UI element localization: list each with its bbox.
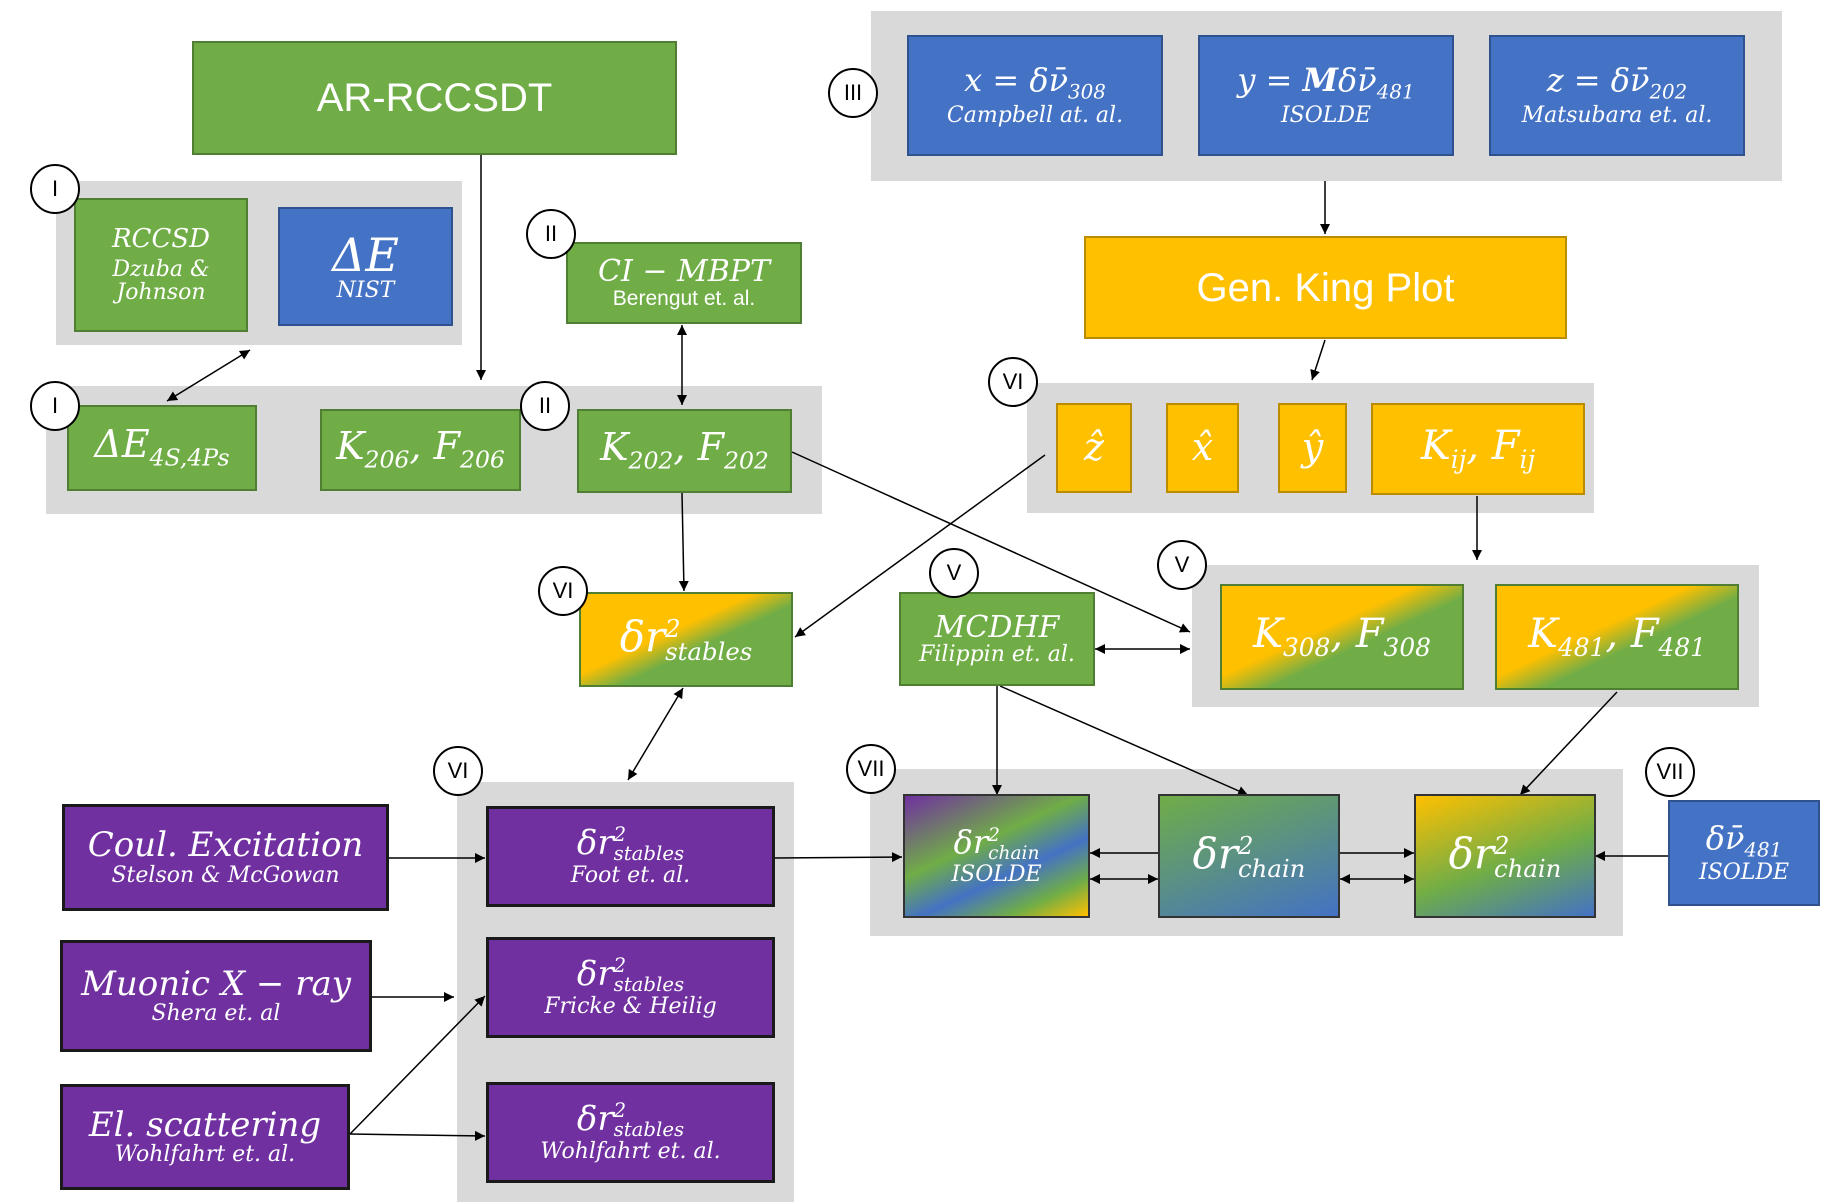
- king-plot-label: Gen. King Plot: [1196, 265, 1455, 310]
- marker-VI-stables: VI: [538, 566, 588, 616]
- marker-VI-king: VI: [988, 357, 1038, 407]
- arrow-mcdhf-chain2: [999, 685, 1249, 796]
- x-eq-label: x = δν̄308: [964, 61, 1106, 104]
- muonic-ref: Shera et. al: [151, 1001, 281, 1027]
- ar-rccsdt-label: AR-RCCSDT: [316, 76, 553, 120]
- marker-I-bottom: I: [30, 381, 80, 431]
- arrow-rccsd-deltae: [166, 349, 251, 402]
- mcdhf-ref: Filippin et. al.: [919, 642, 1075, 668]
- z-hat-box: ẑ: [1056, 403, 1132, 493]
- arrow-stables-purple: [627, 687, 684, 781]
- dnu481-label: δν̄481: [1705, 818, 1783, 862]
- arrow-k202-k308: [791, 451, 1191, 633]
- coul-label: Coul. Excitation: [87, 825, 364, 866]
- k308-f308-box: K308, F308: [1220, 584, 1464, 690]
- k308-f308-label: K308, F308: [1253, 610, 1431, 662]
- y-isolde-box: y = Mδν̄481 ISOLDE: [1198, 35, 1454, 156]
- k202-f202-label: K202, F202: [600, 425, 769, 475]
- rccsd-ref1: Dzuba &: [112, 256, 210, 282]
- rccsd-ref2: Johnson: [116, 279, 206, 305]
- rccsd-label: RCCSD: [111, 224, 211, 255]
- z-hat-label: ẑ: [1083, 425, 1105, 470]
- dnu481-box: δν̄481 ISOLDE: [1668, 800, 1820, 906]
- arrow-elscat-fricke: [349, 995, 486, 1135]
- arrow-k481-chain3: [1519, 691, 1618, 796]
- rccsd-box: RCCSD Dzuba & Johnson: [74, 198, 248, 332]
- ci-mbpt-label: CI − MBPT: [598, 254, 770, 290]
- x-ref: Campbell at. al.: [946, 102, 1124, 128]
- coul-excitation-box: Coul. Excitation Stelson & McGowan: [62, 804, 389, 911]
- delta-e-4s4ps-box: ΔE4S,4Ps: [67, 405, 257, 491]
- stables-wohl-ref: Wohlfahrt et. al.: [540, 1138, 721, 1164]
- marker-VI-purple: VI: [433, 746, 483, 796]
- marker-I-top: I: [30, 164, 80, 214]
- muonic-xray-box: Muonic X − ray Shera et. al: [60, 940, 372, 1052]
- ar-rccsdt-box: AR-RCCSDT: [192, 41, 677, 155]
- y-ref: ISOLDE: [1280, 102, 1372, 128]
- chain-isolde-ref: ISOLDE: [951, 861, 1042, 887]
- ci-mbpt-box: CI − MBPT Berengut et. al.: [566, 242, 802, 324]
- z-ref: Matsubara et. al.: [1521, 102, 1713, 128]
- z-matsubara-box: z = δν̄202 Matsubara et. al.: [1489, 35, 1745, 156]
- delta-e-4s4ps-label: ΔE4S,4Ps: [94, 422, 230, 472]
- arrow-zhat-stables: [794, 454, 1046, 638]
- y-eq-label: y = Mδν̄481: [1237, 61, 1415, 104]
- arrow-foot-chain: [774, 852, 903, 863]
- marker-VII-isolde: VII: [1645, 747, 1695, 797]
- delta-e-nist-box: ΔE NIST: [278, 207, 453, 326]
- arrow-elscat-wohl: [349, 1130, 486, 1141]
- z-eq-label: z = δν̄202: [1546, 61, 1688, 104]
- marker-VII-chain: VII: [846, 744, 896, 794]
- king-plot-box: Gen. King Plot: [1084, 236, 1567, 339]
- k206-f206-box: K206, F206: [320, 409, 521, 491]
- delta-e-ref: NIST: [336, 278, 395, 304]
- ci-mbpt-ref: Berengut et. al.: [612, 286, 756, 310]
- muonic-label: Muonic X − ray: [81, 963, 351, 1004]
- marker-III: III: [828, 68, 878, 118]
- arrow-king-to-hats: [1310, 339, 1326, 381]
- marker-II-bottom: II: [520, 381, 570, 431]
- x-hat-label: x̂: [1191, 425, 1214, 470]
- x-hat-box: x̂: [1166, 403, 1239, 493]
- k202-f202-box: K202, F202: [577, 409, 792, 493]
- kij-fij-box: Kij, Fij: [1371, 403, 1585, 495]
- el-scattering-box: El. scattering Wohlfahrt et. al.: [60, 1084, 350, 1190]
- y-hat-label: ŷ: [1301, 425, 1324, 470]
- marker-V-k308: V: [1157, 540, 1207, 590]
- k481-f481-label: K481, F481: [1528, 610, 1706, 662]
- mcdhf-box: MCDHF Filippin et. al.: [899, 592, 1095, 686]
- coul-ref: Stelson & McGowan: [111, 862, 340, 888]
- marker-II-top: II: [526, 209, 576, 259]
- k206-f206-label: K206, F206: [336, 424, 505, 474]
- marker-V-mcdhf: V: [929, 548, 979, 598]
- stables-foot-ref: Foot et. al.: [570, 862, 691, 888]
- mcdhf-label: MCDHF: [934, 609, 1060, 645]
- stables-fricke-ref: Fricke & Heilig: [544, 993, 717, 1019]
- x-campbell-box: x = δν̄308 Campbell at. al.: [907, 35, 1163, 156]
- kij-fij-label: Kij, Fij: [1420, 422, 1536, 474]
- delta-e-label: ΔE: [332, 227, 399, 282]
- elscat-label: El. scattering: [88, 1104, 322, 1145]
- elscat-ref: Wohlfahrt et. al.: [114, 1142, 296, 1168]
- arrow-k202-stables: [678, 492, 689, 592]
- y-hat-box: ŷ: [1278, 403, 1347, 493]
- dnu481-ref: ISOLDE: [1698, 860, 1790, 886]
- k481-f481-box: K481, F481: [1495, 584, 1739, 690]
